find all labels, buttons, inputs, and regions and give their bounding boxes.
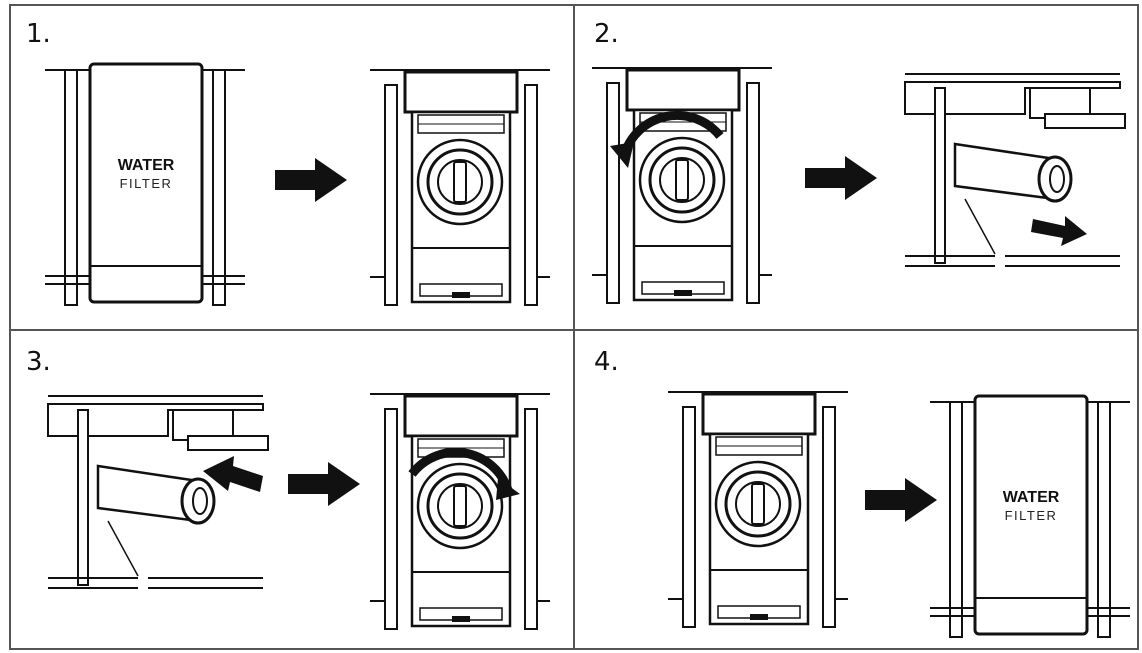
step-3-panel: 3. (26, 347, 552, 631)
open-compartment-illustration (368, 68, 552, 307)
step-2-arrow-icon (805, 156, 877, 200)
water-label: WATER (118, 157, 175, 174)
push-arrow-icon (203, 456, 263, 492)
rotate-arrow-icon (619, 110, 724, 158)
filter-label: FILTER (120, 176, 173, 191)
rotate-back-arrow-icon (408, 447, 513, 492)
open-compartment-final (666, 390, 850, 629)
insert-filter-illustration (46, 394, 270, 590)
step-4-number: 4. (594, 347, 619, 377)
pull-out-filter-illustration (903, 72, 1127, 268)
step-1-arrow-icon (275, 158, 347, 202)
step-4-arrow-icon (865, 478, 937, 522)
step-2-number: 2. (594, 19, 619, 49)
water-label-final: WATER (1003, 489, 1060, 506)
step-1-number: 1. (26, 19, 51, 49)
lock-filter-illustration (368, 392, 552, 631)
closed-filter-cover: WATER FILTER (43, 62, 247, 307)
step-4-panel: 4. WATER FILTER (594, 347, 1132, 639)
filter-label-final: FILTER (1005, 508, 1058, 523)
pull-arrow-icon (1031, 216, 1087, 246)
step-3-arrow-icon (288, 462, 360, 506)
closed-filter-cover-final: WATER FILTER (928, 394, 1132, 639)
step-2-panel: 2. (590, 19, 1127, 305)
step-3-number: 3. (26, 347, 51, 377)
rotate-filter-illustration (590, 66, 774, 305)
step-1-panel: 1. WATER FILTER (26, 19, 552, 307)
